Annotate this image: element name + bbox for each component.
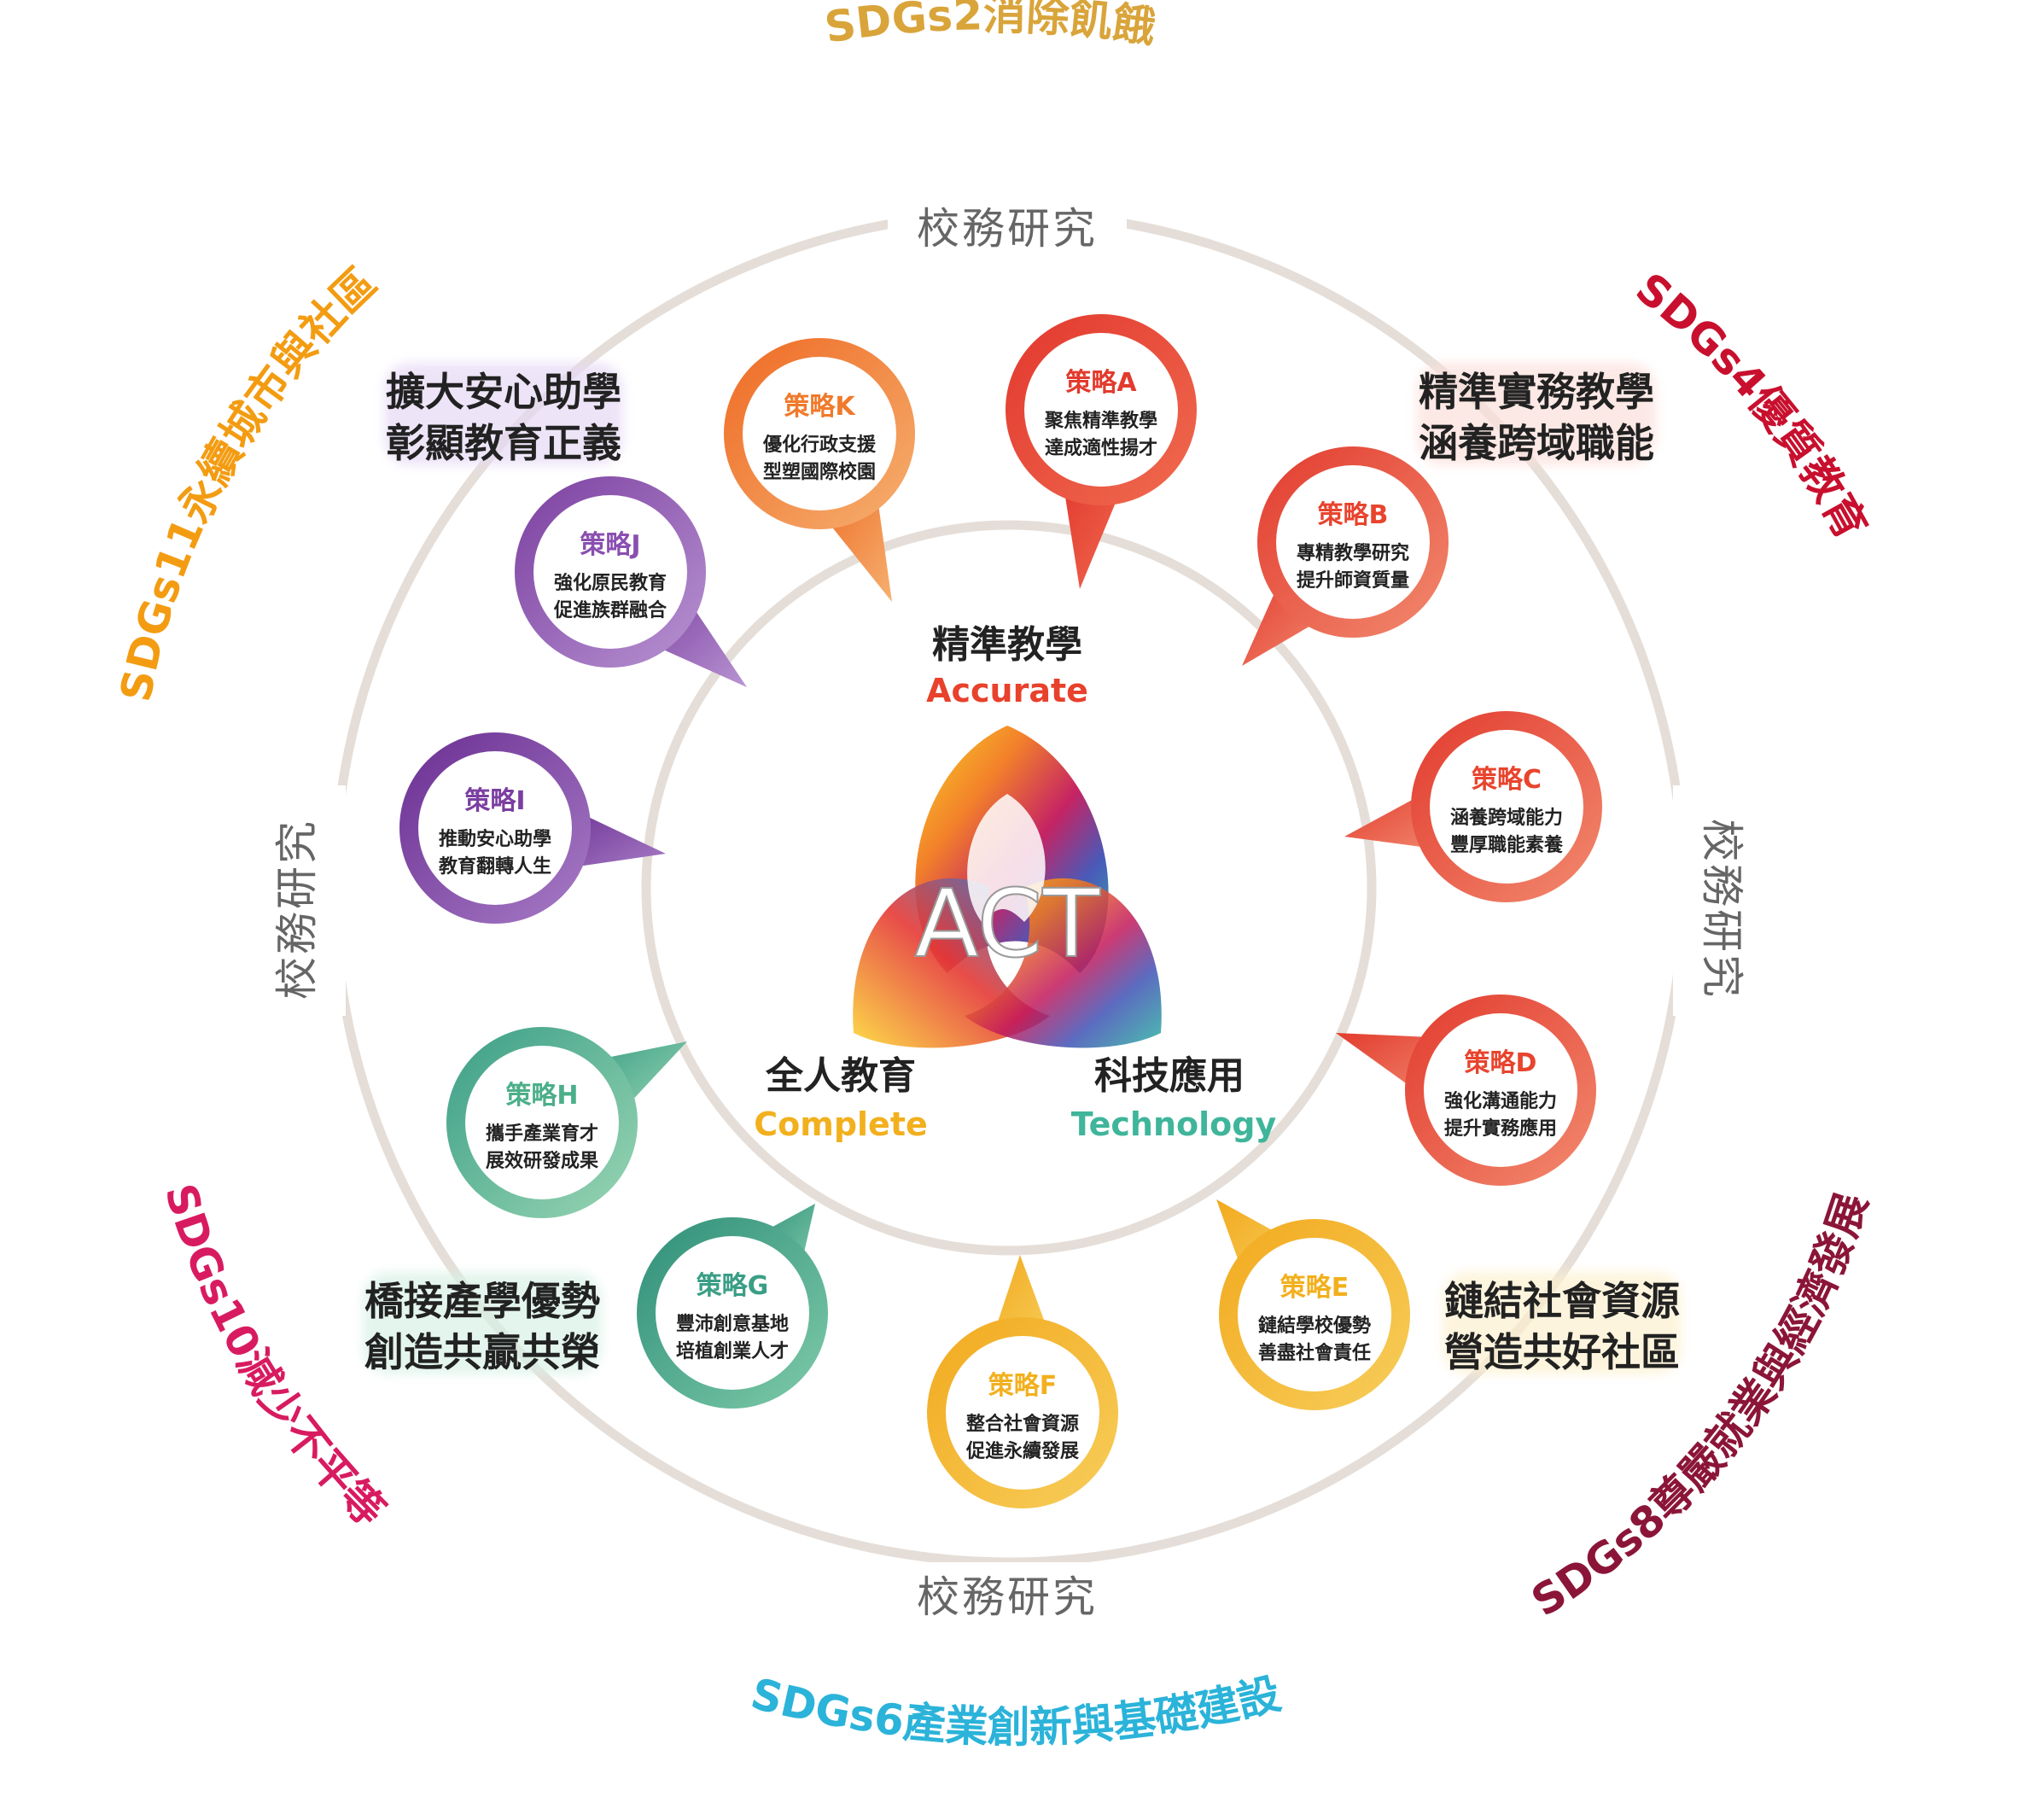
bubble-inner-d	[1424, 1013, 1577, 1167]
act-logo: ACT	[853, 726, 1162, 1048]
bubble-line2-f: 促進永續發展	[965, 1440, 1079, 1462]
bubble-title-e: 策略E	[1280, 1273, 1350, 1303]
bubble-line2-a: 達成適性揚才	[1045, 437, 1157, 459]
core-complete-en: Complete	[754, 1105, 928, 1143]
bubble-inner-e	[1238, 1238, 1391, 1391]
bubble-title-b: 策略B	[1318, 500, 1389, 530]
ring-label-top: 校務研究	[917, 204, 1098, 254]
theme-top-left-line2: 彰顯教育正義	[386, 420, 621, 466]
core-accurate-zh: 精準教學	[932, 623, 1082, 667]
sdg4-label: SDGs4優質教育	[1627, 263, 1877, 547]
bubble-inner-c	[1430, 730, 1583, 884]
bubble-line1-i: 推動安心助學	[439, 828, 551, 850]
theme-bottom-right: 鏈結社會資源 營造共好社區	[1443, 1272, 1682, 1375]
theme-top-left-line1: 擴大安心助學	[386, 369, 621, 415]
bubble-line1-g: 豐沛創意基地	[676, 1313, 789, 1335]
bubble-line2-e: 善盡社會責任	[1258, 1342, 1371, 1364]
sdg2-label: SDGs2消除飢餓	[821, 0, 1158, 53]
bubble-line2-g: 培植創業人才	[676, 1340, 789, 1362]
bubble-title-g: 策略G	[697, 1271, 769, 1301]
theme-top-right-line2: 涵養跨域職能	[1419, 420, 1654, 466]
core-technology-zh: 科技應用	[1094, 1054, 1245, 1098]
core-technology-en: Technology	[1071, 1105, 1277, 1143]
bubble-line1-c: 涵養跨域能力	[1450, 807, 1563, 829]
bubble-line1-a: 聚焦精準教學	[1044, 410, 1157, 432]
bubble-title-k: 策略K	[784, 392, 856, 422]
inner-ring	[641, 520, 1377, 1256]
ring-label-left-bg	[277, 785, 346, 1016]
act-logo-text: ACT	[914, 869, 1100, 978]
ring-label-bottom: 校務研究	[917, 1572, 1098, 1622]
bubble-line1-j: 強化原民教育	[554, 572, 667, 594]
bubble-inner-i	[418, 751, 572, 905]
bubble-inner-a	[1024, 333, 1178, 487]
ring-label-bottom-bg	[888, 1562, 1127, 1622]
bubble-line2-d: 提升實務應用	[1444, 1117, 1557, 1140]
core-accurate-en: Accurate	[926, 672, 1088, 709]
theme-top-right-line1: 精準實務教學	[1419, 369, 1654, 415]
theme-top-left: 擴大安心助學 彰顯教育正義	[384, 363, 623, 466]
bubble-inner-k	[743, 357, 896, 510]
bubble-title-j: 策略J	[580, 530, 640, 560]
bubble-line2-b: 提升師資質量	[1297, 569, 1409, 592]
core-complete-zh: 全人教育	[765, 1054, 916, 1098]
bubble-line2-c: 豐厚職能素養	[1450, 834, 1563, 856]
bubble-inner-b	[1276, 465, 1430, 619]
bubble-title-c: 策略C	[1472, 765, 1542, 795]
bubble-line1-h: 攜手產業育才	[486, 1123, 598, 1145]
bubble-line2-h: 展效研發成果	[486, 1150, 598, 1172]
theme-bottom-right-line2: 營造共好社區	[1444, 1329, 1680, 1375]
ring-label-left: 校務研究	[272, 819, 322, 1000]
bubble-line2-i: 教育翻轉人生	[439, 855, 551, 878]
strategy-bubbles: 策略A聚焦精準教學達成適性揚才策略B專精教學研究提升師資質量策略C涵養跨域能力豐…	[399, 314, 1602, 1508]
theme-bottom-left-line1: 橋接產學優勢	[364, 1278, 600, 1324]
bubble-line1-e: 鏈結學校優勢	[1258, 1315, 1371, 1337]
bubble-line1-k: 優化行政支援	[762, 434, 877, 456]
bubble-line2-j: 促進族群融合	[553, 599, 667, 621]
theme-bottom-right-line1: 鏈結社會資源	[1444, 1278, 1680, 1324]
bubble-title-d: 策略D	[1465, 1048, 1537, 1078]
theme-bottom-left-line2: 創造共贏共榮	[364, 1329, 600, 1375]
bubble-inner-f	[946, 1336, 1099, 1490]
bubble-title-h: 策略H	[505, 1081, 578, 1111]
bubble-title-a: 策略A	[1065, 368, 1137, 398]
ring-label-right-bg	[1673, 785, 1741, 1016]
ring-label-top-bg	[888, 196, 1127, 256]
bubble-inner-g	[656, 1236, 809, 1390]
bubble-inner-h	[465, 1046, 619, 1199]
bubble-inner-j	[533, 495, 687, 649]
bubble-title-f: 策略F	[988, 1371, 1058, 1401]
ring-label-right: 校務研究	[1697, 819, 1746, 1000]
sdg10-label: SDGs10減少不平等	[155, 1178, 395, 1536]
bubble-line2-k: 型塑國際校園	[763, 461, 876, 483]
bubble-title-i: 策略I	[464, 786, 525, 816]
theme-bottom-left: 橋接產學優勢 創造共贏共榮	[363, 1272, 602, 1375]
sdg6-label: SDGs6產業創新與基礎建設	[746, 1669, 1285, 1753]
bubble-line1-d: 強化溝通能力	[1444, 1090, 1557, 1112]
theme-top-right: 精準實務教學 涵養跨域職能	[1417, 363, 1656, 466]
bubble-line1-f: 整合社會資源	[966, 1413, 1079, 1435]
sdg11-label: SDGs11永續城市與社區	[111, 258, 387, 705]
bubble-line1-b: 專精教學研究	[1297, 542, 1409, 564]
